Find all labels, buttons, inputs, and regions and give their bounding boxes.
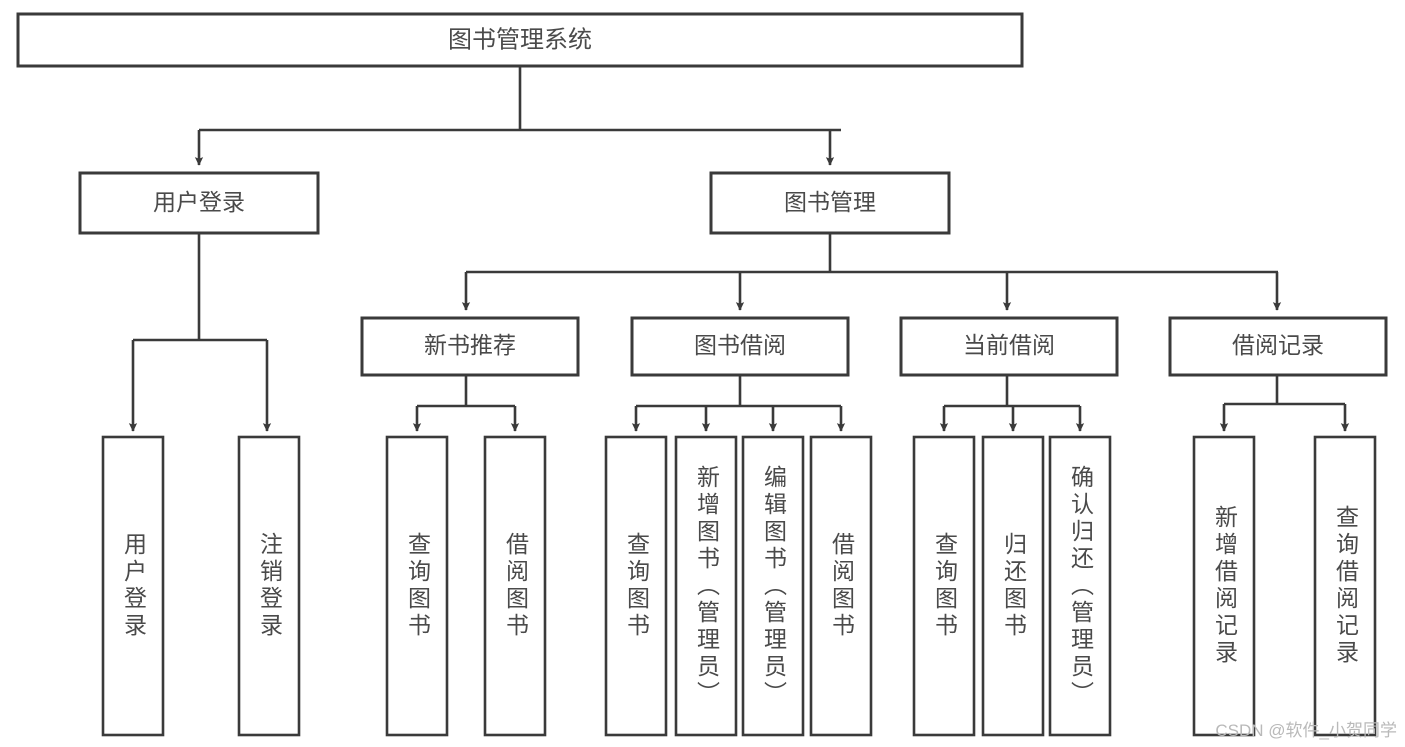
leaf-boxes-current-borrow: [912, 435, 1112, 737]
node-root-system-box: [16, 12, 1024, 68]
node-borrow-record[interactable]: 借阅记录: [1168, 316, 1388, 377]
node-current-borrow-label: 当前借阅: [963, 332, 1055, 358]
node-current-borrow[interactable]: 当前借阅: [899, 316, 1119, 377]
node-root-system-label: 图书管理系统: [448, 26, 592, 53]
node-root-system[interactable]: 图书管理系统: [16, 12, 1024, 68]
leaf-box-borrow-record-2[interactable]: [1313, 435, 1377, 737]
leaf-box-current-borrow-2[interactable]: [981, 435, 1045, 737]
node-new-book-recommend-box: [360, 316, 580, 377]
leaf-box-current-borrow-3[interactable]: [1048, 435, 1112, 737]
node-book-borrow-box: [630, 316, 850, 377]
leaf-box-book-borrow-2[interactable]: [674, 435, 738, 737]
node-book-borrow[interactable]: 图书借阅: [630, 316, 850, 377]
leaf-box-new-book-2[interactable]: [483, 435, 547, 737]
edge-group-root: [194, 66, 841, 166]
edge-group-current-borrow: [939, 375, 1085, 432]
edge-group-book-borrow: [631, 375, 846, 432]
node-borrow-record-box: [1168, 316, 1388, 377]
node-book-management[interactable]: 图书管理: [709, 171, 951, 235]
node-book-management-box: [709, 171, 951, 235]
leaf-box-book-borrow-1[interactable]: [604, 435, 668, 737]
node-user-login-label: 用户登录: [153, 189, 245, 215]
node-borrow-record-label: 借阅记录: [1232, 332, 1324, 358]
leaf-boxes-new-book: [385, 435, 547, 737]
leaf-box-user-login-1[interactable]: [101, 435, 165, 737]
leaf-box-book-borrow-4[interactable]: [809, 435, 873, 737]
leaf-box-new-book-1[interactable]: [385, 435, 449, 737]
watermark-text: CSDN @软件_小贺同学: [1215, 721, 1397, 740]
leaf-box-borrow-record-1[interactable]: [1192, 435, 1256, 737]
leaf-boxes-user-login: [101, 435, 301, 737]
node-user-login[interactable]: 用户登录: [78, 171, 320, 235]
node-book-management-label: 图书管理: [784, 189, 876, 215]
leaf-box-book-borrow-3[interactable]: [741, 435, 805, 737]
node-new-book-recommend-label: 新书推荐: [424, 332, 516, 358]
node-user-login-box: [78, 171, 320, 235]
edge-group-borrow-record: [1219, 375, 1350, 432]
node-current-borrow-box: [899, 316, 1119, 377]
leaf-box-user-login-2[interactable]: [237, 435, 301, 737]
edge-group-new-book: [412, 375, 520, 432]
edge-group-user-login: [128, 233, 272, 432]
node-book-borrow-label: 图书借阅: [694, 332, 786, 358]
leaf-box-current-borrow-1[interactable]: [912, 435, 976, 737]
edge-group-book-management: [461, 233, 1282, 311]
node-new-book-recommend[interactable]: 新书推荐: [360, 316, 580, 377]
leaf-boxes-borrow-record: [1192, 435, 1377, 737]
leaf-boxes-book-borrow: [604, 435, 873, 737]
